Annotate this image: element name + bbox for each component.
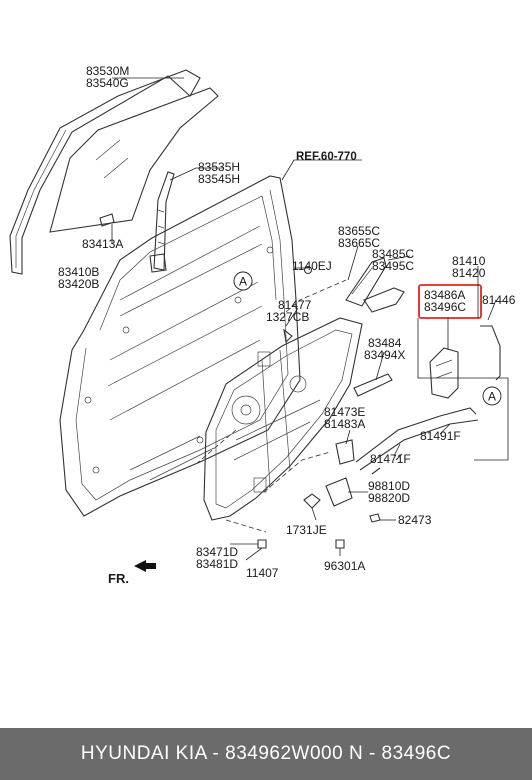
circle-a-marker-1: A xyxy=(233,271,253,291)
label-81420: 81420 xyxy=(452,266,486,280)
door-glass xyxy=(9,69,219,275)
label-ref: REF.60-770 xyxy=(296,151,357,163)
label-1327cb: 1327CB xyxy=(266,310,309,324)
door-inner-panel xyxy=(59,175,301,517)
circle-a-text-2: A xyxy=(488,390,496,404)
latch-group-bracket-2 xyxy=(474,388,509,461)
highlight-box xyxy=(418,284,482,319)
label-81473e: 81473E xyxy=(324,405,365,419)
label-98820d: 98820D xyxy=(368,491,410,505)
label-83535h: 83535H xyxy=(198,160,240,174)
latch-group-bracket xyxy=(417,318,509,388)
front-arrow-icon xyxy=(134,560,156,572)
label-82473: 82473 xyxy=(398,513,432,527)
rear-channel xyxy=(149,171,175,273)
label-83413a: 83413A xyxy=(82,237,123,251)
leader-lines xyxy=(111,77,497,561)
label-83485c: 83485C xyxy=(372,247,414,261)
label-11407: 11407 xyxy=(246,566,279,580)
part-labels: 83530M 83540G 83535H 83545H REF.60-770 8… xyxy=(58,64,516,580)
label-1731je: 1731JE xyxy=(286,523,327,537)
label-83545h: 83545H xyxy=(198,172,240,186)
footer-text: HYUNDAI KIA - 834962W000 N - 83496C xyxy=(80,743,452,764)
label-1140ej: 1140EJ xyxy=(292,259,332,273)
parts-diagram: A A FR. 83530M 83540G 83535H 83545H REF.… xyxy=(9,64,516,586)
dashed-callouts xyxy=(195,279,347,533)
label-83420b: 83420B xyxy=(58,277,99,291)
label-83496c: 83496C xyxy=(424,300,466,314)
label-83655c: 83655C xyxy=(338,224,380,238)
footer-bar: HYUNDAI KIA - 834962W000 N - 83496C xyxy=(0,728,532,780)
label-83486a: 83486A xyxy=(424,288,465,302)
label-83530m: 83530M xyxy=(86,64,129,78)
outside-handle-parts xyxy=(283,257,405,397)
label-83540g: 83540G xyxy=(86,76,129,90)
label-83471d: 83471D xyxy=(196,545,238,559)
label-83494x: 83494X xyxy=(364,348,405,362)
label-98810d: 98810D xyxy=(368,479,410,493)
label-83665c: 83665C xyxy=(338,236,380,250)
label-81491f: 81491F xyxy=(420,429,461,443)
label-83481d: 83481D xyxy=(196,557,238,571)
window-regulator xyxy=(203,317,363,521)
label-81483a: 81483A xyxy=(324,417,365,431)
label-83484: 83484 xyxy=(368,336,402,350)
door-latch xyxy=(257,325,501,549)
label-81477: 81477 xyxy=(278,298,312,312)
circle-a-text-1: A xyxy=(239,275,247,289)
label-83495c: 83495C xyxy=(372,259,414,273)
label-83410b: 83410B xyxy=(58,265,99,279)
label-81446: 81446 xyxy=(482,293,516,307)
label-81471f: 81471F xyxy=(370,452,411,466)
label-96301a: 96301A xyxy=(324,559,365,573)
circle-a-marker-2: A xyxy=(482,386,502,406)
label-81410: 81410 xyxy=(452,254,486,268)
front-label: FR. xyxy=(108,571,129,586)
